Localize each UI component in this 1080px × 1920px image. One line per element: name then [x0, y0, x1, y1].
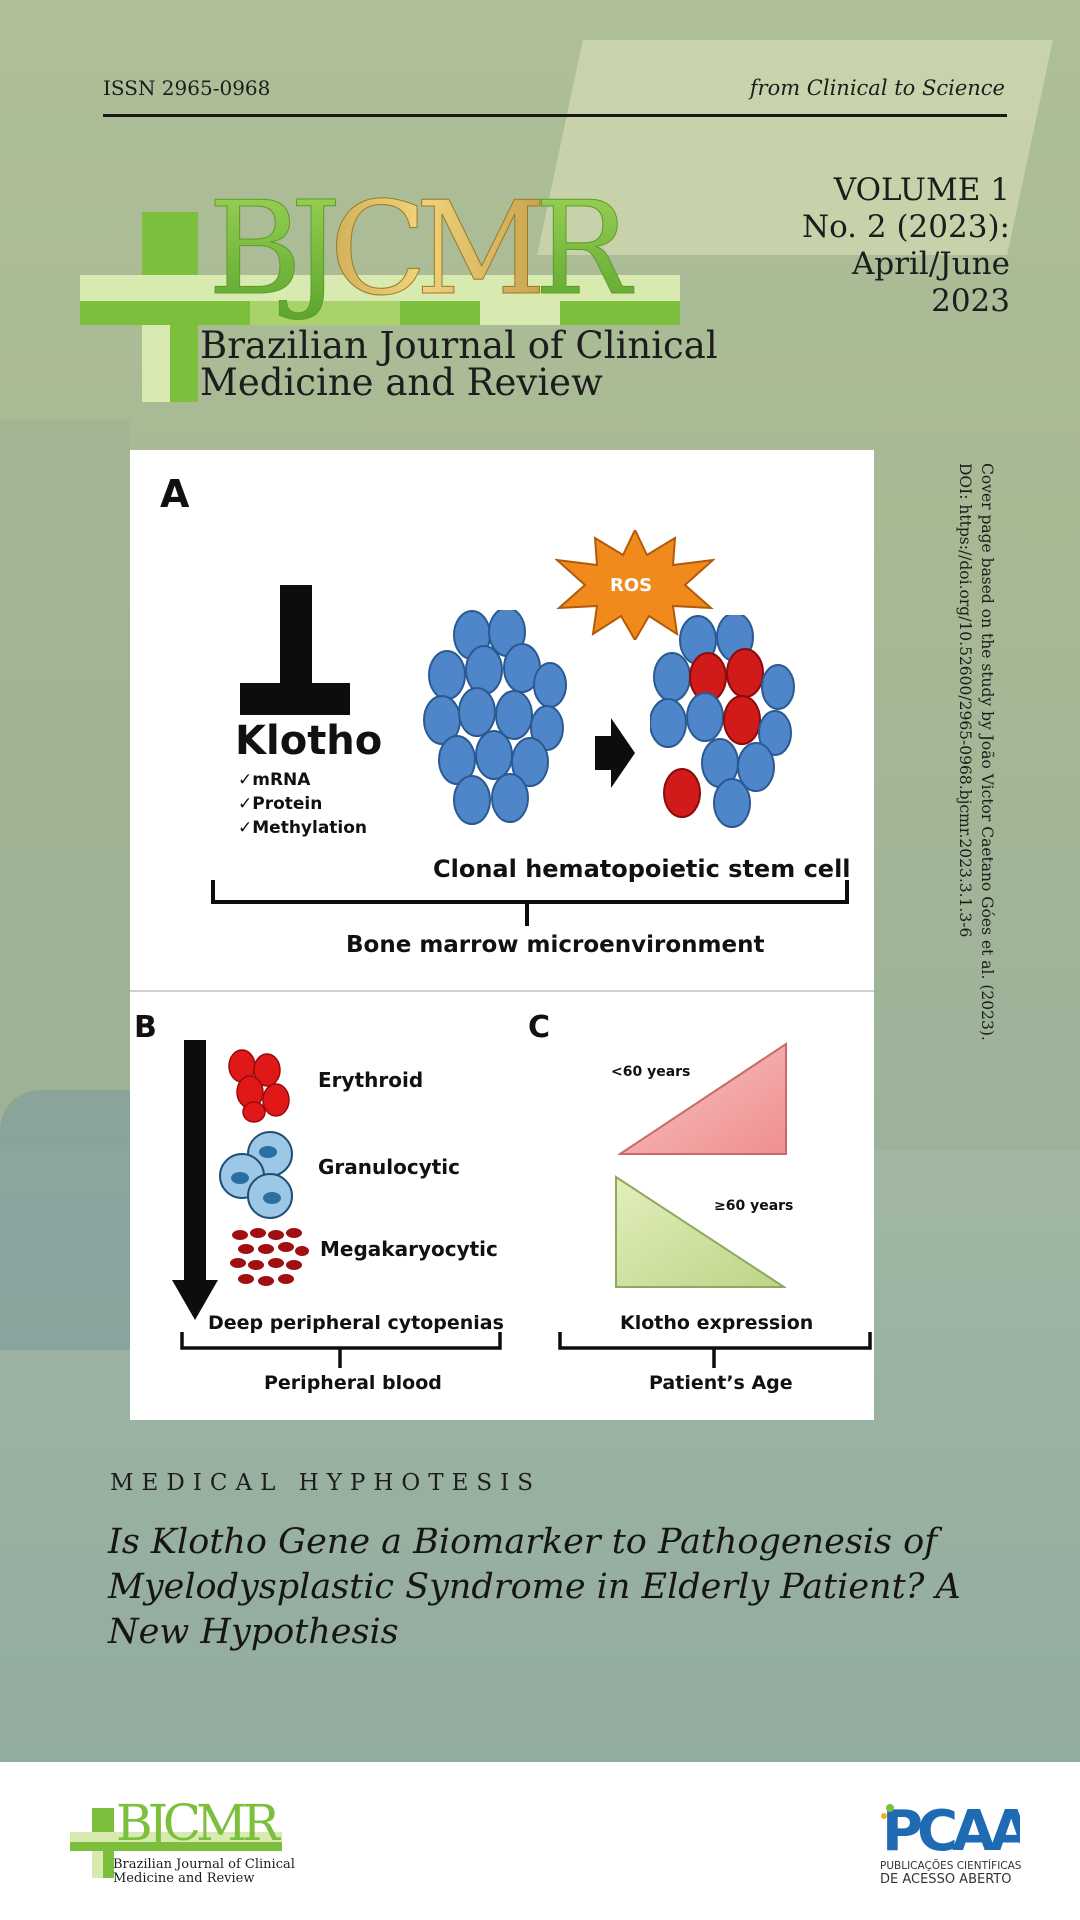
cell-cluster-healthy [423, 610, 567, 825]
check-mrna: ✓mRNA [238, 770, 311, 790]
side-credit-doi[interactable]: DOI: https://doi.org/10.52600/2965-0968.… [956, 463, 974, 938]
panel-divider [130, 990, 874, 992]
side-credit-line-1: Cover page based on the study by João Vi… [978, 463, 996, 1041]
patient-age-label: Patient’s Age [649, 1372, 793, 1394]
panel-a-letter: A [160, 472, 190, 516]
publisher-acronym: PCAA [882, 1799, 1020, 1858]
megakaryocytic-cells [230, 1228, 309, 1286]
volume-line-3: April/June [851, 246, 1010, 282]
tagline-text: from Clinical to Science [749, 76, 1005, 100]
bracket-peripheral-blood [180, 1332, 502, 1368]
volume-info: VOLUME 1 No. 2 (2023): April/June 2023 [802, 172, 1010, 320]
journal-name-line-1: Brazilian Journal of Clinical [200, 324, 718, 367]
ros-label: ROS [610, 575, 653, 596]
bjcmr-logo: BJCMR [80, 175, 680, 402]
cell-label: Clonal hematopoietic stem cell [433, 855, 851, 883]
check-methylation: ✓Methylation [238, 818, 368, 838]
cytopenia-arrow [172, 1040, 218, 1320]
transition-arrow [595, 718, 635, 788]
article-section: MEDICAL HYPHOTESIS [110, 1470, 542, 1496]
volume-line-4: 2023 [931, 283, 1010, 319]
klotho-inhibition-symbol [240, 585, 350, 715]
volume-line-1: VOLUME 1 [833, 172, 1010, 208]
publisher-line-2: DE ACESSO ABERTO [880, 1872, 1012, 1887]
peripheral-blood-label: Peripheral blood [264, 1372, 442, 1394]
publisher-line-1: PUBLICAÇÕES CIENTÍFICAS [880, 1860, 1022, 1872]
footer-bjcmr-logo: BJCMR [70, 1794, 286, 1878]
article-title: Is Klotho Gene a Biomarker to Pathogenes… [108, 1522, 961, 1652]
old-age-label: ≥60 years [714, 1198, 794, 1214]
header-rule [103, 114, 1007, 117]
side-credit: Cover page based on the study by João Vi… [926, 463, 998, 1041]
cover-figure: A Klotho ✓mRNA ✓Protein ✓Methylation [130, 450, 874, 1420]
bracket-bone-marrow [211, 880, 849, 926]
logo-acronym: BJCMR [208, 175, 634, 324]
footer-logo-line-1: Brazilian Journal of Clinical [113, 1857, 295, 1872]
cell-cluster-dysplastic [650, 615, 795, 828]
erythroid-label: Erythroid [318, 1068, 424, 1092]
bracket-patient-age [558, 1332, 872, 1368]
bone-marrow-label: Bone marrow microenvironment [346, 932, 765, 958]
background-bed [0, 1090, 140, 1350]
young-age-label: <60 years [611, 1064, 691, 1080]
publisher-logo: PCAA PUBLICAÇÕES CIENTÍFICAS DE ACESSO A… [880, 1798, 1030, 1887]
logo-cross-horizontal [80, 275, 680, 301]
footer: BJCMR Brazilian Journal of Clinical Medi… [0, 1762, 1080, 1920]
erythroid-cells [228, 1049, 290, 1123]
megakaryocytic-label: Megakaryocytic [320, 1237, 498, 1261]
issn-text: ISSN 2965-0968 [103, 76, 271, 100]
granulocytic-cells [219, 1131, 293, 1219]
footer-logo-name: Brazilian Journal of Clinical Medicine a… [113, 1858, 295, 1886]
granulocytic-label: Granulocytic [318, 1155, 461, 1179]
klotho-young-triangle [618, 1042, 787, 1155]
footer-logo-line-2: Medicine and Review [113, 1871, 255, 1886]
volume-line-2: No. 2 (2023): [801, 209, 1010, 245]
klotho-old-triangle [615, 1175, 786, 1288]
journal-name: Brazilian Journal of Clinical Medicine a… [200, 327, 718, 401]
background-wall-left [0, 420, 130, 1120]
journal-name-line-2: Medicine and Review [200, 361, 603, 404]
klotho-label: Klotho [235, 718, 383, 764]
panel-c-letter: C [528, 1010, 551, 1045]
klotho-checks: ✓mRNA ✓Protein ✓Methylation [238, 768, 367, 840]
publisher-logo-mark: PCAA [881, 1799, 1020, 1858]
ros-burst [555, 530, 715, 640]
panel-b-letter: B [134, 1010, 157, 1045]
footer-logo-acronym: BJCMR [116, 1794, 281, 1852]
klotho-expression-label: Klotho expression [620, 1312, 814, 1334]
check-protein: ✓Protein [238, 794, 323, 814]
cytopenias-label: Deep peripheral cytopenias [208, 1312, 504, 1334]
